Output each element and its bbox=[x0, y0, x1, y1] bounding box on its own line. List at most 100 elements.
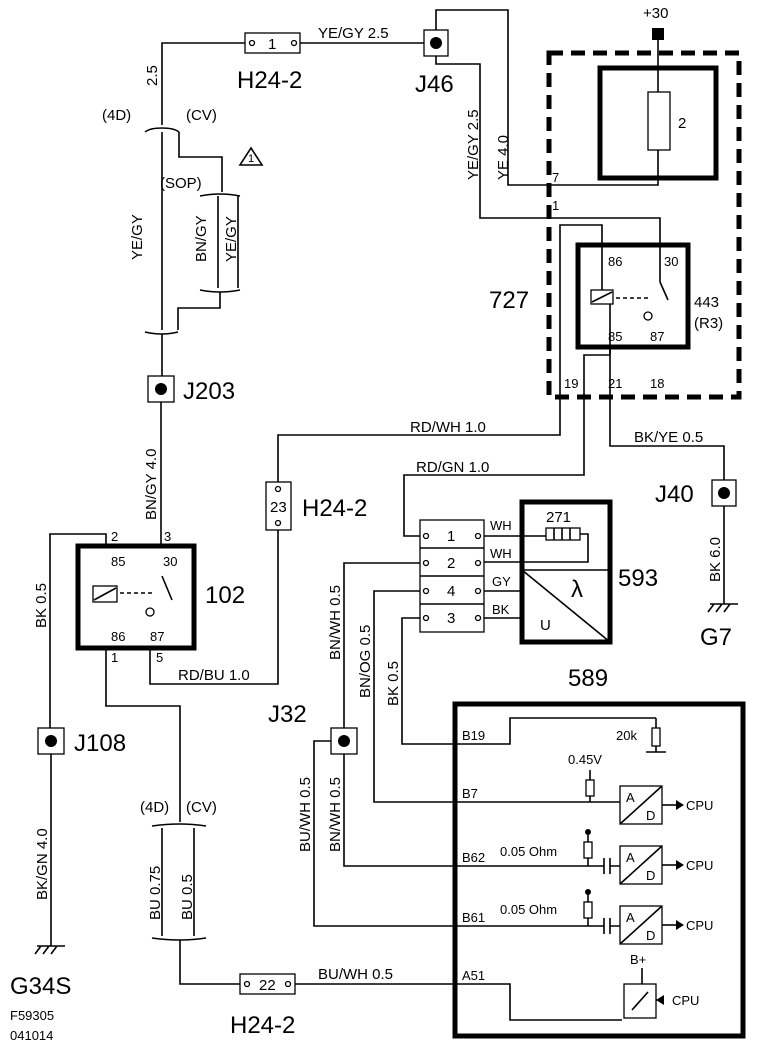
adc2-d: D bbox=[646, 868, 655, 883]
bn-wh-v2-label: BN/WH 0.5 bbox=[327, 777, 344, 852]
note-triangle bbox=[238, 146, 264, 166]
relay-443 bbox=[575, 242, 691, 350]
relay443-pin87: 87 bbox=[650, 329, 664, 344]
wire-bk-0-5-left bbox=[49, 533, 107, 728]
cpu2-label: CPU bbox=[686, 858, 713, 873]
pin-7: 7 bbox=[552, 170, 559, 185]
ye-gy-2-5-label: YE/GY 2.5 bbox=[465, 109, 482, 180]
relay102-pin30: 30 bbox=[163, 554, 177, 569]
wh1-label: WH bbox=[490, 518, 512, 533]
variant-4d-bot: (4D) bbox=[140, 799, 169, 816]
h24-bot-label: H24-2 bbox=[230, 1012, 295, 1039]
pin-b19: B19 bbox=[462, 728, 485, 743]
pin-1: 1 bbox=[552, 198, 559, 213]
bu-wh-v-label: BU/WH 0.5 bbox=[297, 777, 314, 852]
cpu3-label: CPU bbox=[686, 918, 713, 933]
g7-label: G7 bbox=[700, 624, 732, 651]
sensor-593 bbox=[519, 499, 613, 645]
v045-label: 0.45V bbox=[568, 752, 602, 767]
conn-pin-1: 1 bbox=[447, 528, 455, 545]
wire-bu-down bbox=[105, 648, 181, 822]
note-number: 1 bbox=[248, 153, 254, 165]
ground-g7-symbol bbox=[707, 603, 738, 613]
bplus-label: B+ bbox=[630, 952, 646, 967]
ye-gy-top-label: YE/GY 2.5 bbox=[318, 25, 389, 42]
rd-gn-label: RD/GN 1.0 bbox=[416, 459, 489, 476]
relay102-pin5: 5 bbox=[156, 650, 163, 665]
conn-pin-3: 3 bbox=[447, 610, 455, 627]
heater-271 bbox=[545, 527, 581, 541]
pin-19: 19 bbox=[564, 376, 578, 391]
wire-ye-4-0 bbox=[435, 9, 550, 186]
variant-4d-top: (4D) bbox=[102, 107, 131, 124]
plus30-label: +30 bbox=[643, 5, 668, 22]
c271-label: 271 bbox=[546, 509, 571, 526]
j203-label: J203 bbox=[183, 378, 235, 405]
bu-wh-h-label: BU/WH 0.5 bbox=[318, 966, 393, 983]
adc3-d: D bbox=[646, 928, 655, 943]
pin-a51: A51 bbox=[462, 968, 485, 983]
relay102-pin86: 86 bbox=[111, 629, 125, 644]
wire-bu-wh-bottom bbox=[295, 983, 622, 1021]
relay102-pin85: 85 bbox=[111, 554, 125, 569]
g34s-label: G34S bbox=[10, 973, 71, 1000]
ye-4-0-label: YE 4.0 bbox=[495, 135, 512, 180]
figure-date: 041014 bbox=[10, 1028, 53, 1043]
conn-pin-2: 2 bbox=[447, 555, 455, 572]
c589-label: 589 bbox=[568, 665, 608, 692]
wh2-label: WH bbox=[490, 546, 512, 561]
lambda-symbol: λ bbox=[571, 576, 583, 603]
bu-0-75-label: BU 0.75 bbox=[147, 866, 164, 920]
bn-og-label: BN/OG 0.5 bbox=[357, 625, 374, 698]
u-label: U bbox=[540, 617, 551, 634]
bk-mid-label: BK 0.5 bbox=[385, 661, 402, 706]
bk-0-5-left-label: BK 0.5 bbox=[33, 583, 50, 628]
wire-fuse-out bbox=[550, 150, 659, 186]
wire-bn-og bbox=[373, 590, 620, 803]
relay443-sub: (R3) bbox=[694, 315, 723, 332]
relay102-pin3: 3 bbox=[164, 529, 171, 544]
r20k-label: 20k bbox=[616, 728, 637, 743]
pin-b7: B7 bbox=[462, 786, 478, 801]
wire-bn-wh bbox=[343, 562, 420, 728]
adc2-a: A bbox=[626, 850, 635, 865]
ye-gy-v-label: YE/GY bbox=[129, 214, 146, 260]
c593-label: 593 bbox=[618, 565, 658, 592]
relay443-pin86: 86 bbox=[608, 254, 622, 269]
relay102-label: 102 bbox=[205, 582, 245, 609]
relay443-label: 443 bbox=[694, 294, 719, 311]
relay102-pin2: 2 bbox=[111, 529, 118, 544]
wire-bk-ye bbox=[609, 348, 725, 480]
pin-b62: B62 bbox=[462, 850, 485, 865]
bn-gy-label: BN/GY bbox=[193, 215, 210, 262]
rd-wh-label: RD/WH 1.0 bbox=[410, 419, 486, 436]
wire-rd-bu bbox=[149, 530, 279, 685]
pin-18: 18 bbox=[650, 376, 664, 391]
h24-mid-label: H24-2 bbox=[302, 495, 367, 522]
wire-2-5-left bbox=[161, 42, 245, 125]
wire-bk-mid bbox=[401, 617, 656, 745]
wire-rd-wh bbox=[277, 224, 603, 482]
adc1-d: D bbox=[646, 808, 655, 823]
h24-top-pin: 1 bbox=[268, 36, 276, 53]
bu-0-5-label: BU 0.5 bbox=[179, 874, 196, 920]
cpu4-label: CPU bbox=[672, 993, 699, 1008]
relay102-pin87: 87 bbox=[150, 629, 164, 644]
relay102-pin1: 1 bbox=[111, 650, 118, 665]
variant-cv-top: (CV) bbox=[186, 107, 217, 124]
relay443-pin85: 85 bbox=[608, 329, 622, 344]
ohm1-label: 0.05 Ohm bbox=[500, 844, 557, 859]
resistor-20k bbox=[651, 727, 661, 747]
j32-label: J32 bbox=[268, 701, 307, 728]
cpu1-label: CPU bbox=[686, 798, 713, 813]
bk-ye-label: BK/YE 0.5 bbox=[634, 429, 703, 446]
bk-gn-label: BK/GN 4.0 bbox=[34, 828, 51, 900]
bn-wh-label: BN/WH 0.5 bbox=[327, 585, 344, 660]
variant-cv-bot: (CV) bbox=[186, 799, 217, 816]
gy-label: GY bbox=[492, 574, 511, 589]
pin-21: 21 bbox=[608, 376, 622, 391]
figure-code: F59305 bbox=[10, 1008, 54, 1023]
ye-gy-sop-label: YE/GY bbox=[223, 216, 240, 262]
bn-gy-4-0-label: BN/GY 4.0 bbox=[143, 449, 160, 520]
